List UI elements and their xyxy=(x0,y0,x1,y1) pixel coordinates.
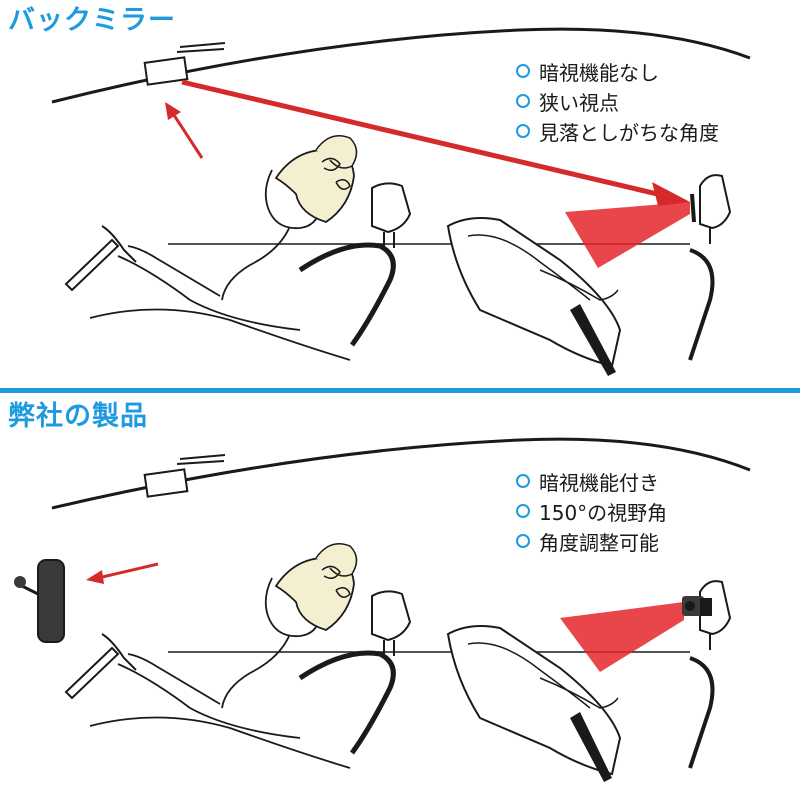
mirror-view-arrow xyxy=(181,79,690,206)
bullet-item: 暗視機能付き xyxy=(516,466,667,496)
bottom-section-title: 弊社の製品 xyxy=(8,401,148,432)
bullet-circle-icon xyxy=(516,534,530,548)
bottom-bullet-list: 暗視機能付き 150°の視野角 角度調整可能 xyxy=(516,466,667,556)
bullet-item: 見落としがちな角度 xyxy=(516,116,719,146)
bullet-item: 暗視機能なし xyxy=(516,56,719,86)
driver-seat-icon xyxy=(298,590,412,755)
child-seat-icon xyxy=(446,625,622,782)
top-bullet-list: 暗視機能なし 狭い視点 見落としがちな角度 xyxy=(516,56,719,146)
bullet-item: 角度調整可能 xyxy=(516,526,667,556)
bullet-circle-icon xyxy=(516,504,530,518)
headrest-icon xyxy=(690,174,732,244)
view-beam xyxy=(565,202,690,268)
monitor-icon xyxy=(14,559,65,643)
steering-wheel-icon xyxy=(64,633,137,700)
top-panel: バックミラー xyxy=(0,0,800,390)
steering-wheel-icon xyxy=(64,225,137,292)
camera-icon xyxy=(682,596,712,616)
top-illustration xyxy=(51,27,751,376)
bullet-text: 150°の視野角 xyxy=(539,500,668,525)
rearview-mirror-icon xyxy=(143,42,226,86)
section-divider xyxy=(0,388,800,393)
driver-seat-icon xyxy=(298,182,412,347)
bullet-text: 暗視機能付き xyxy=(539,470,659,495)
headrest-icon xyxy=(699,580,732,650)
rearview-mirror-icon xyxy=(143,454,226,498)
driver-icon xyxy=(89,543,358,769)
bullet-item: 狭い視点 xyxy=(516,86,719,116)
bullet-circle-icon xyxy=(516,64,530,78)
monitor-view-arrow xyxy=(86,562,159,584)
camera-view-beam xyxy=(560,602,684,672)
bullet-circle-icon xyxy=(516,94,530,108)
bullet-text: 狭い視点 xyxy=(539,90,619,115)
bullet-text: 暗視機能なし xyxy=(539,60,659,85)
driver-icon xyxy=(89,135,358,361)
driver-glance-arrow xyxy=(165,102,204,159)
bullet-circle-icon xyxy=(516,124,530,138)
bottom-illustration xyxy=(14,437,751,782)
bottom-panel: 弊社の製品 xyxy=(0,396,800,800)
bullet-text: 角度調整可能 xyxy=(539,530,659,555)
top-section-title: バックミラー xyxy=(8,5,176,36)
bullet-text: 見落としがちな角度 xyxy=(539,120,719,145)
rear-seat-line xyxy=(688,248,715,361)
rear-seat-line xyxy=(688,656,715,769)
bullet-item: 150°の視野角 xyxy=(516,496,667,526)
bullet-circle-icon xyxy=(516,474,530,488)
child-seat-icon xyxy=(446,217,622,376)
